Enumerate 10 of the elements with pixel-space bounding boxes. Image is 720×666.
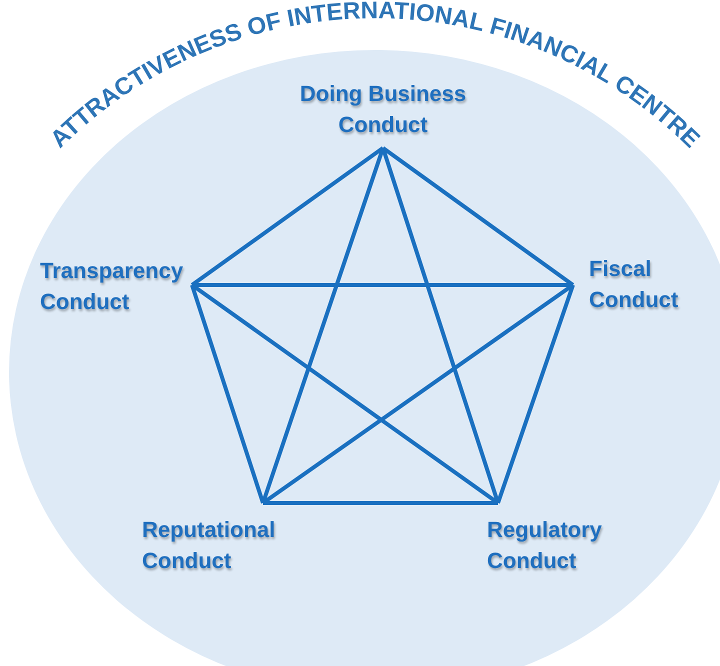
vertex-label: Regulatory Conduct: [487, 516, 603, 575]
vertex-label: Doing Business Conduct: [298, 80, 468, 139]
vertex-label: Fiscal Conduct: [589, 255, 680, 314]
connector-line: [190, 284, 265, 504]
vertex-label: Transparency Conduct: [40, 257, 184, 316]
connector-line: [190, 146, 384, 287]
connector-line: [496, 284, 575, 504]
vertex-label: Reputational Conduct: [142, 516, 276, 575]
connector-line: [382, 146, 574, 287]
connector-line: [263, 501, 498, 505]
